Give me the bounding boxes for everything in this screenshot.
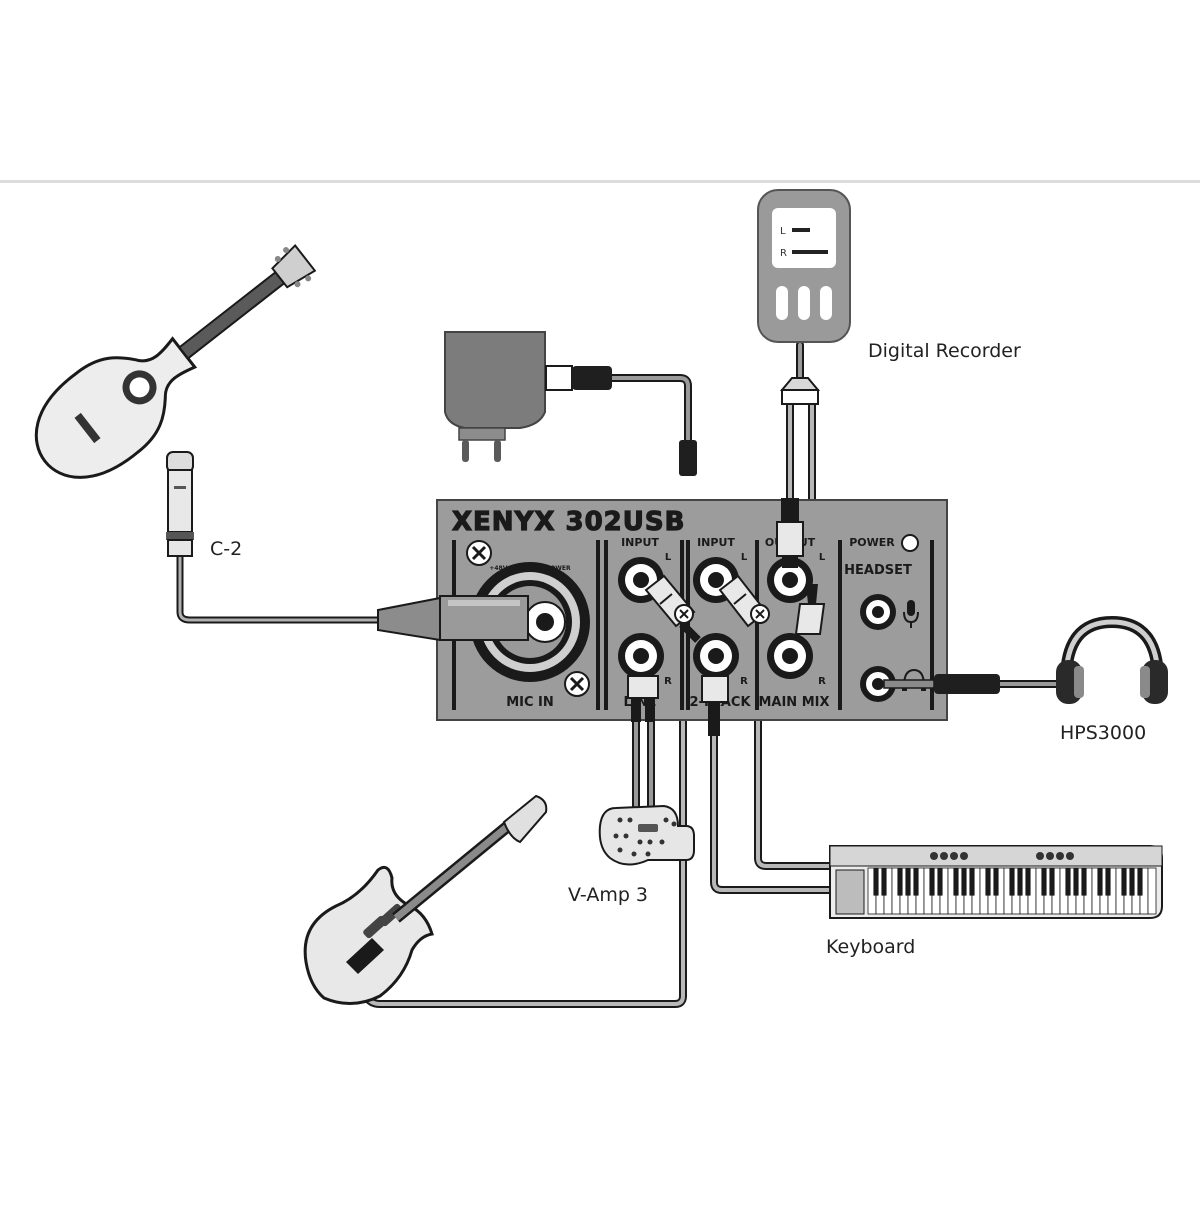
black-key bbox=[1009, 868, 1015, 896]
digital-recorder-label: Digital Recorder bbox=[868, 340, 1021, 362]
black-key bbox=[1041, 868, 1047, 896]
keyboard-knob bbox=[930, 852, 938, 860]
usb-mini-plug bbox=[679, 440, 697, 476]
output-r-label: R bbox=[818, 676, 826, 687]
two-track-input-label: INPUT bbox=[697, 536, 735, 549]
black-key bbox=[1105, 868, 1111, 896]
recorder-l-label: L bbox=[780, 226, 786, 237]
black-key bbox=[1081, 868, 1087, 896]
usb-cable-core bbox=[608, 376, 690, 442]
black-key bbox=[1017, 868, 1023, 896]
black-key bbox=[881, 868, 887, 896]
black-key bbox=[873, 868, 879, 896]
black-key bbox=[897, 868, 903, 896]
black-key bbox=[1097, 868, 1103, 896]
power-led-icon bbox=[901, 534, 919, 552]
output-l-label: L bbox=[819, 552, 826, 563]
keyboard-knob bbox=[1066, 852, 1074, 860]
headphones-icon bbox=[1056, 615, 1168, 704]
headset-label: HEADSET bbox=[844, 563, 912, 578]
power-label: POWER bbox=[849, 536, 895, 549]
rca-plugs-line bbox=[627, 574, 701, 722]
keyboard-icon bbox=[829, 845, 1163, 919]
power-adapter-icon bbox=[444, 331, 612, 462]
black-key bbox=[985, 868, 991, 896]
black-key bbox=[913, 868, 919, 896]
c-2-mic-label: C-2 bbox=[210, 538, 243, 560]
top-divider bbox=[0, 180, 1200, 183]
black-key bbox=[905, 868, 911, 896]
digital-recorder-icon: L R bbox=[757, 189, 851, 343]
black-key bbox=[1121, 868, 1127, 896]
keyboard-label: Keyboard bbox=[826, 936, 916, 958]
keyboard-cable-1-core bbox=[712, 733, 834, 892]
black-key bbox=[1065, 868, 1071, 896]
v-amp-3-label: V-Amp 3 bbox=[568, 884, 649, 906]
phantom-power-label: +48V PHANTOM POWER bbox=[489, 565, 571, 572]
recorder-r-label: R bbox=[780, 248, 787, 259]
y-splitter bbox=[779, 377, 821, 405]
mic-in-label: MIC IN bbox=[506, 695, 554, 710]
black-key bbox=[937, 868, 943, 896]
microphone-icon bbox=[903, 600, 919, 628]
white-key bbox=[1147, 867, 1157, 915]
black-key bbox=[929, 868, 935, 896]
hps3000-label: HPS3000 bbox=[1060, 722, 1147, 744]
rca-plugs-two-track bbox=[701, 574, 770, 736]
black-key bbox=[1129, 868, 1135, 896]
line-input-label: INPUT bbox=[621, 536, 659, 549]
black-key bbox=[1073, 868, 1079, 896]
line-l-label: L bbox=[665, 552, 672, 563]
black-key bbox=[1049, 868, 1055, 896]
rca-plugs-output bbox=[776, 498, 826, 635]
mic-cable-core bbox=[178, 554, 382, 622]
condenser-microphone-icon bbox=[166, 451, 194, 557]
two-track-l-label: L bbox=[741, 552, 748, 563]
keyboard-keys bbox=[867, 867, 1157, 915]
black-key bbox=[1025, 868, 1031, 896]
keyboard-buttons bbox=[930, 852, 1074, 860]
headphone-plug bbox=[883, 674, 1000, 694]
black-key bbox=[1137, 868, 1143, 896]
black-key bbox=[969, 868, 975, 896]
keyboard-knob bbox=[1046, 852, 1054, 860]
black-key bbox=[993, 868, 999, 896]
mixer-panel: XENYX 302USB +48V PHANTOM POWER MIC IN bbox=[377, 498, 1000, 736]
usb-cable bbox=[606, 374, 692, 444]
mic-cable bbox=[176, 552, 384, 624]
keyboard-knob bbox=[940, 852, 948, 860]
black-key bbox=[961, 868, 967, 896]
keyboard-knob bbox=[1036, 852, 1044, 860]
cables bbox=[176, 341, 1066, 1008]
keyboard-cable-2-core bbox=[756, 638, 834, 868]
keyboard-knob bbox=[950, 852, 958, 860]
two-track-r-label: R bbox=[740, 676, 748, 687]
xlr-plug bbox=[377, 595, 529, 642]
keyboard-knob bbox=[1056, 852, 1064, 860]
v-amp-3-icon bbox=[598, 804, 695, 866]
acoustic-guitar-icon bbox=[34, 243, 317, 479]
electric-guitar-icon bbox=[303, 794, 548, 1005]
main-mix-label: MAIN MIX bbox=[758, 695, 829, 710]
keyboard-knob bbox=[960, 852, 968, 860]
black-key bbox=[953, 868, 959, 896]
line-r-label: R bbox=[664, 676, 672, 687]
mixer-brand-logo: XENYX 302USB bbox=[452, 507, 685, 537]
